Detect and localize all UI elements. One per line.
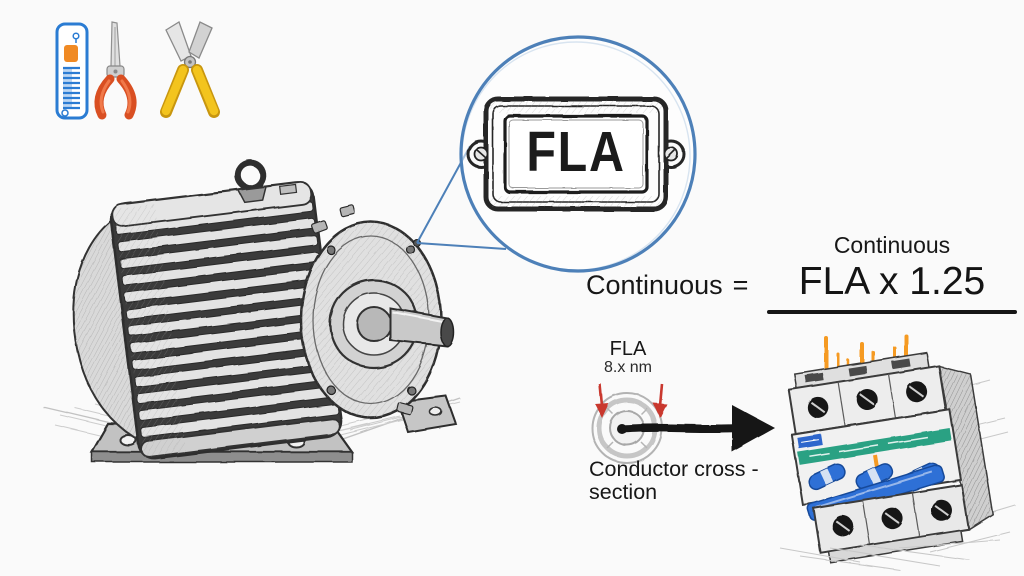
nameplate-screw-left	[473, 146, 489, 162]
voltage-tester-icon	[55, 22, 89, 120]
wire-cutters-icon	[160, 21, 220, 118]
flow-arrow	[617, 405, 775, 452]
breaker-bottom-terminals	[832, 499, 952, 537]
breaker-top-terminals	[807, 381, 928, 418]
motor-sketch	[42, 159, 461, 463]
motor-shaft	[389, 306, 455, 348]
breaker-ground-shading	[779, 531, 1011, 571]
fla-arrow-left	[595, 383, 609, 418]
conductor-caption-line2: section	[589, 480, 658, 504]
nameplate-text: FLA	[526, 120, 626, 184]
spark-lines	[824, 334, 908, 374]
tool-icons	[55, 21, 220, 120]
nameplate-screw-right	[663, 146, 679, 162]
conductor-size-label: 8.x nm	[603, 359, 652, 376]
formula-lhs-text: Continuous	[586, 270, 723, 300]
conductor-diagram-art	[591, 383, 775, 464]
conductor-caption-line1: Conductor cross -	[589, 457, 759, 481]
motor-face	[299, 204, 443, 420]
conductor-fla-label: FLA	[609, 338, 647, 360]
formula-rhs: FLA x 1.25	[798, 260, 986, 303]
formula-label-above: Continuous	[833, 232, 951, 258]
formula-underline	[767, 310, 1017, 314]
eyebolt	[234, 159, 268, 204]
circuit-breaker-sketch	[779, 334, 1016, 571]
conductor-caption: Conductor cross - section	[589, 458, 759, 504]
pliers-icon	[94, 21, 137, 120]
nameplate-sketch	[466, 96, 686, 212]
formula-equals: =	[732, 270, 749, 300]
fla-arrow-right	[653, 383, 667, 418]
breaker-body	[787, 351, 994, 564]
motor-body	[72, 159, 343, 460]
formula-lhs: Continuous =	[586, 270, 748, 301]
